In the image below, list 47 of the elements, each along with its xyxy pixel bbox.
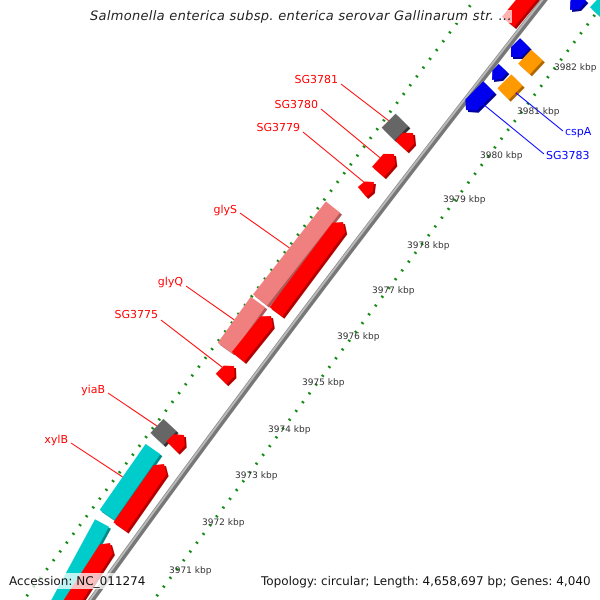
scale-label: 3971 kbp bbox=[169, 567, 212, 576]
scale-label: 3973 kbp bbox=[235, 472, 278, 481]
leader-line bbox=[160, 320, 223, 368]
gene-label: SG3779 bbox=[256, 122, 300, 133]
scale-label: 3976 kbp bbox=[337, 333, 380, 342]
gene-label: SG3780 bbox=[274, 99, 318, 110]
scale-label: 3978 kbp bbox=[407, 242, 450, 251]
scale-label: 3980 kbp bbox=[480, 152, 522, 161]
map-title: Salmonella enterica subsp. enterica serovar Gallinarum str. ... bbox=[90, 10, 512, 23]
gene-block bbox=[113, 464, 169, 534]
scale-label: 3979 kbp bbox=[443, 196, 486, 205]
gene-label: yiaB bbox=[81, 384, 105, 395]
scale-label: 3982 kbp bbox=[554, 64, 596, 73]
leader-line bbox=[515, 92, 564, 132]
gene-label: SG3781 bbox=[294, 74, 338, 85]
scale-label: 3977 kbp bbox=[372, 287, 414, 296]
scale-label: 3975 kbp bbox=[302, 379, 344, 388]
leader-line bbox=[240, 212, 290, 248]
gene-block bbox=[232, 316, 275, 364]
scale-label: 3974 kbp bbox=[268, 426, 310, 435]
gene-block bbox=[590, 0, 600, 19]
leader-line bbox=[108, 392, 158, 426]
gene-block bbox=[216, 366, 236, 386]
leader-line bbox=[320, 108, 380, 158]
gene-label: SG3775 bbox=[114, 309, 158, 320]
gene-block bbox=[497, 74, 525, 102]
leader-line bbox=[186, 286, 235, 320]
gene-block bbox=[270, 222, 348, 319]
leader-line bbox=[482, 104, 544, 154]
gene-block bbox=[358, 182, 376, 199]
gene-block bbox=[372, 154, 398, 180]
gene-label: SG3783 bbox=[546, 150, 590, 161]
leader-line bbox=[302, 132, 364, 182]
gene-label: cspA bbox=[565, 126, 592, 137]
gene-block bbox=[570, 0, 588, 12]
leader-line bbox=[340, 84, 390, 122]
scale-label: 3981 kbp bbox=[517, 108, 560, 117]
gene-block bbox=[465, 81, 497, 113]
gene-label: glyQ bbox=[158, 276, 183, 287]
gene-block bbox=[395, 132, 416, 154]
gene-block bbox=[166, 434, 187, 455]
gene-block bbox=[492, 64, 510, 82]
scale-label: 3972 kbp bbox=[202, 519, 244, 528]
gene-label: glyS bbox=[213, 204, 237, 215]
gene-block bbox=[518, 50, 545, 76]
gene-label: xylB bbox=[44, 434, 68, 445]
leader-line bbox=[70, 442, 124, 478]
